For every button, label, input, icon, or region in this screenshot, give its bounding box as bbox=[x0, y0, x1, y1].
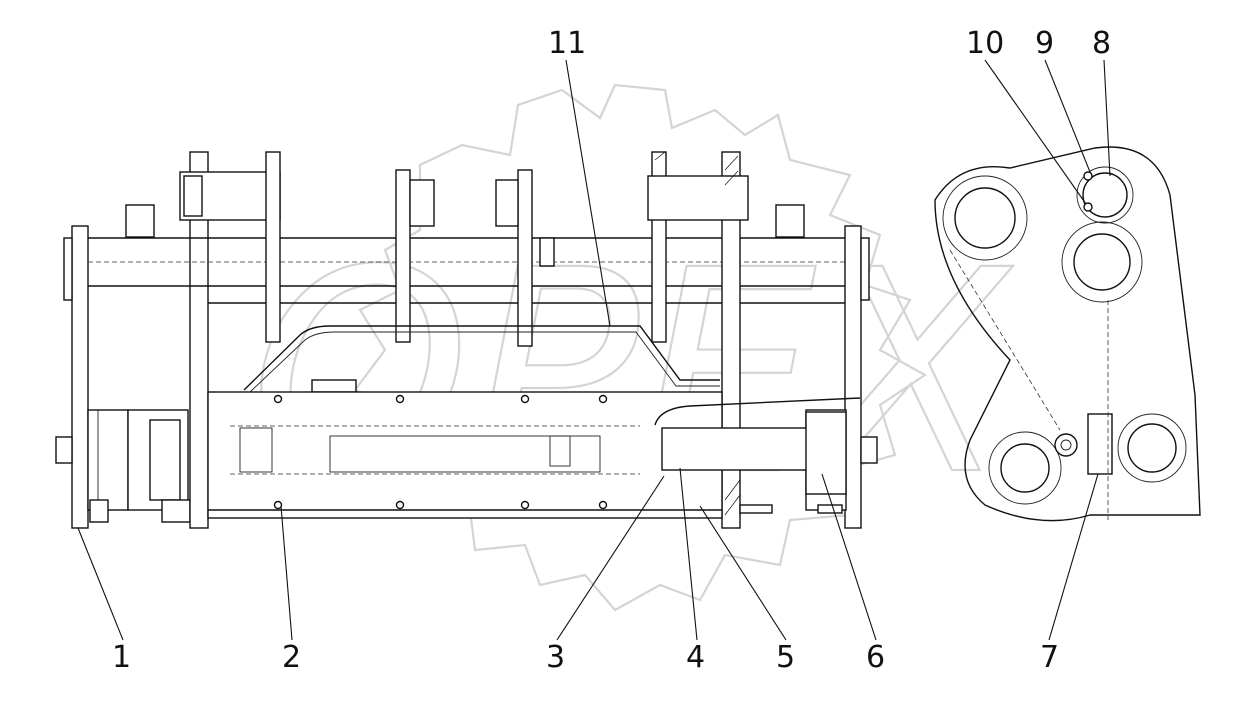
callout-5: 5 bbox=[776, 640, 795, 675]
callout-8: 8 bbox=[1092, 26, 1111, 61]
callout-10: 10 bbox=[966, 26, 1004, 61]
main-body bbox=[207, 391, 861, 519]
leader-lines bbox=[77, 59, 1111, 641]
hydraulic-pipe bbox=[243, 325, 720, 391]
left-column-plate bbox=[189, 151, 209, 529]
callout-9: 9 bbox=[1035, 26, 1054, 61]
callout-2: 2 bbox=[282, 640, 301, 675]
callout-4: 4 bbox=[686, 640, 705, 675]
watermark-logo: OPEX bbox=[249, 83, 1014, 612]
callout-6: 6 bbox=[866, 640, 885, 675]
callout-7: 7 bbox=[1040, 640, 1059, 675]
callout-3: 3 bbox=[546, 640, 565, 675]
left-end-assembly bbox=[55, 204, 191, 529]
lever-arm bbox=[934, 146, 1201, 522]
callout-11: 11 bbox=[548, 26, 586, 61]
callout-1: 1 bbox=[112, 640, 131, 675]
